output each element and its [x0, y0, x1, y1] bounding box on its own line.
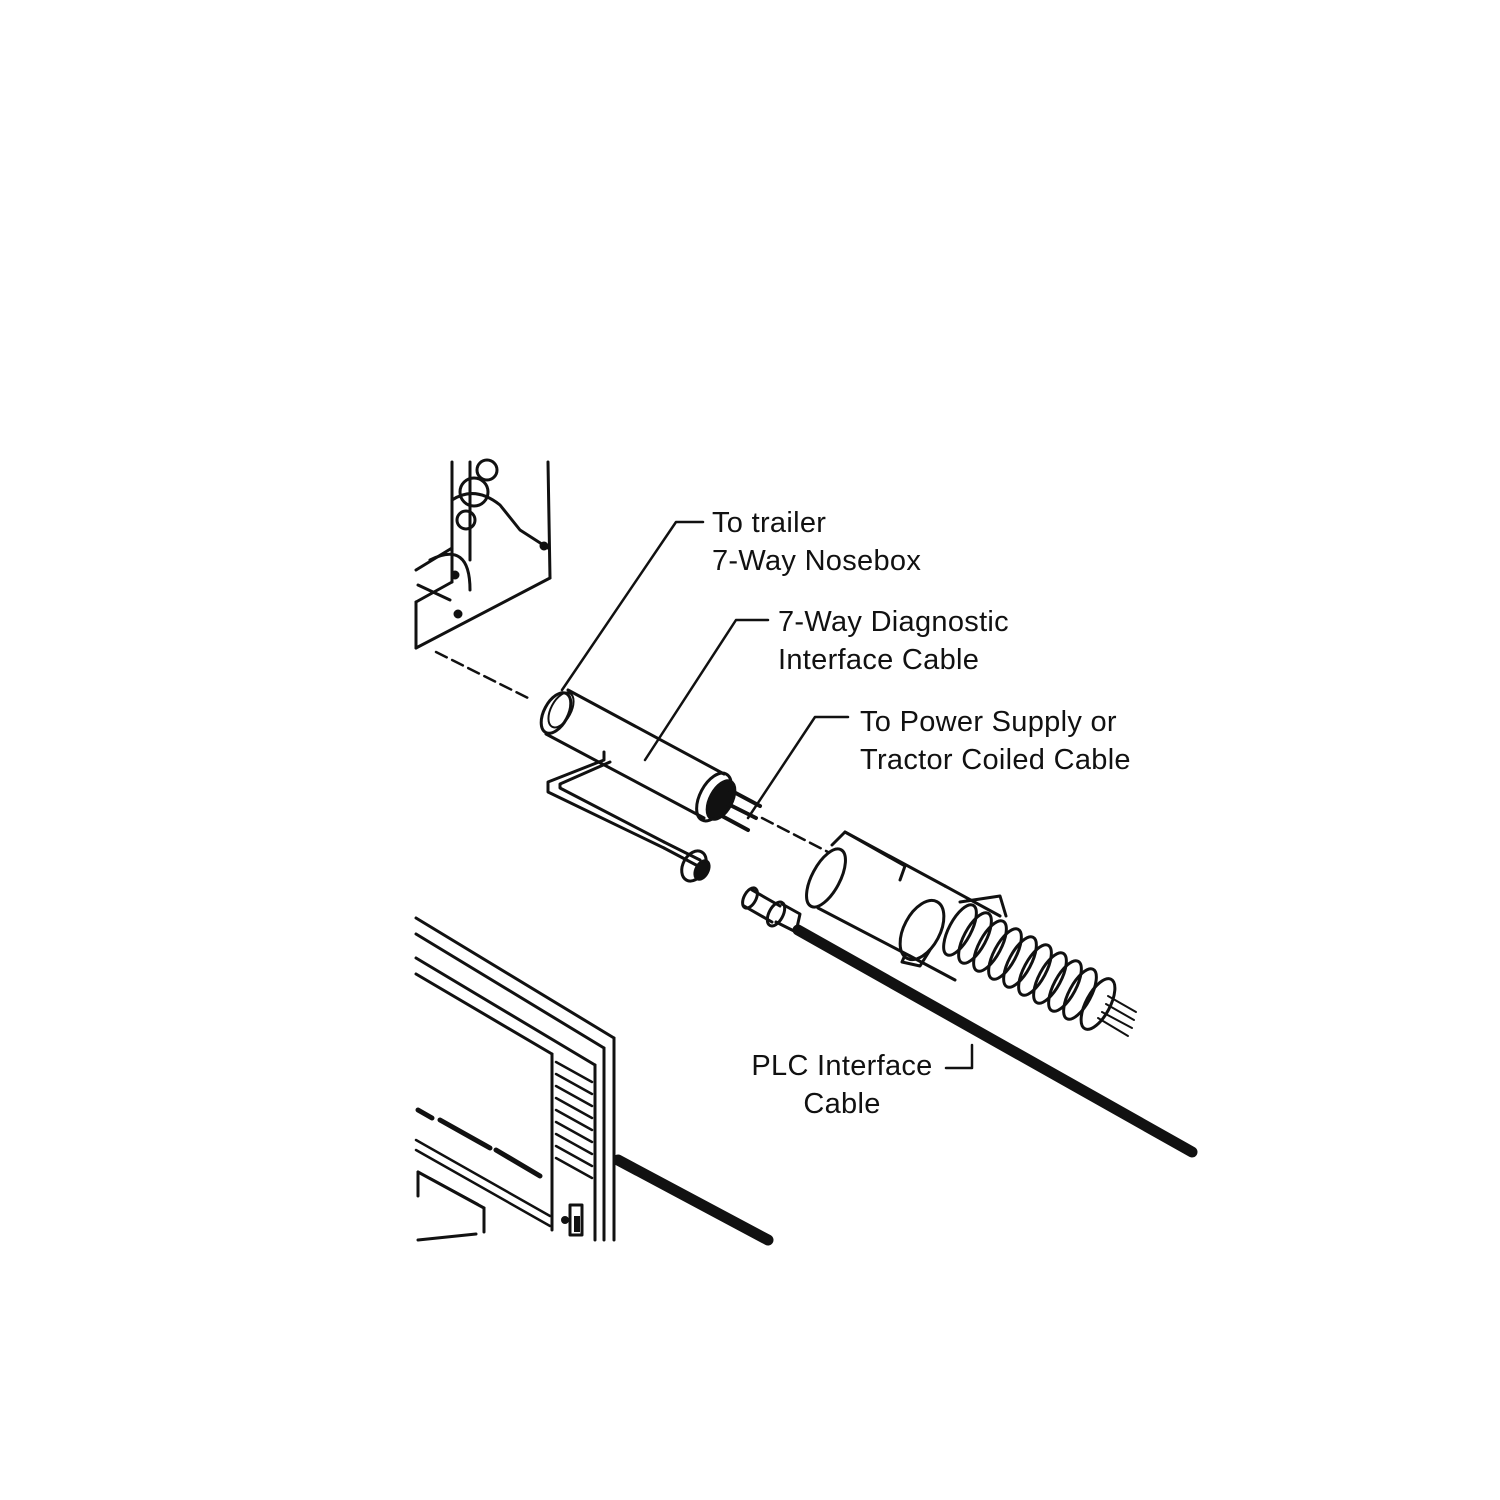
tractor-coiled-cable-connector [805, 830, 1137, 1037]
label-to-trailer-line2: 7-Way Nosebox [712, 545, 922, 577]
label-power-supply: To Power Supply or Tractor Coiled Cable [860, 703, 1131, 779]
label-diagnostic-interface-cable: 7-Way Diagnostic Interface Cable [778, 603, 1009, 679]
label-power-supply-line2: Tractor Coiled Cable [860, 744, 1131, 776]
trailer-nosebox-housing [414, 458, 552, 650]
leader-lines [560, 520, 974, 1070]
label-diagnostic-line1: 7-Way Diagnostic [778, 606, 1009, 638]
label-plc-line2: Cable [803, 1088, 881, 1120]
diagnostic-cable-body [539, 688, 762, 883]
label-to-trailer-line1: To trailer [712, 507, 827, 539]
label-plc-interface-cable: PLC Interface Cable [742, 1047, 942, 1123]
plc-interface-cable [612, 886, 1198, 1246]
label-power-supply-line1: To Power Supply or [860, 706, 1117, 738]
label-diagnostic-line2: Interface Cable [778, 644, 980, 676]
unit-logo-mark [415, 1107, 543, 1179]
label-plc-line1: PLC Interface [751, 1050, 933, 1082]
diagnostic-unit [414, 916, 616, 1242]
label-to-trailer-nosebox: To trailer 7-Way Nosebox [712, 504, 921, 580]
